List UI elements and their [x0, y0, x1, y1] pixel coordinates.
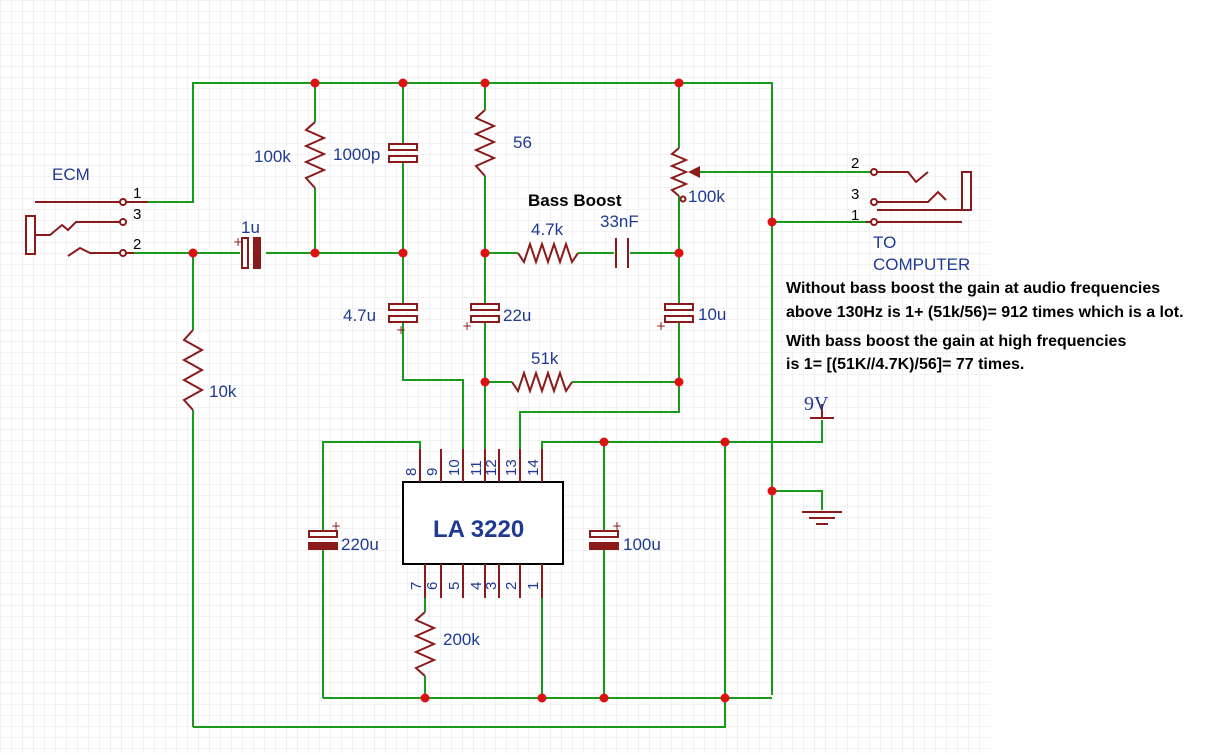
svg-text:+: +: [331, 519, 341, 533]
computer-jack: [866, 168, 972, 226]
svg-text:+: +: [233, 235, 243, 249]
resistor-100k: [303, 121, 327, 189]
ecm-label: ECM: [52, 165, 90, 184]
svg-text:+: +: [462, 319, 472, 333]
ic-pin-14: 14: [525, 459, 542, 476]
svg-text:+: +: [656, 319, 666, 333]
capacitor-100u-label: 100u: [623, 535, 661, 554]
to-label: TO: [873, 233, 896, 252]
potentiometer-wiper-arrow: [688, 166, 700, 178]
capacitor-4-7u: +: [388, 303, 418, 337]
resistor-100k-label: 100k: [254, 147, 291, 166]
note-line-2: above 130Hz is 1+ (51k/56)= 912 times wh…: [786, 304, 1184, 321]
capacitor-1000p: [388, 143, 418, 163]
ic-top-pins: [419, 449, 543, 482]
computer-label: COMPUTER: [873, 255, 970, 274]
resistor-51k: [511, 369, 573, 395]
bass-boost-title: Bass Boost: [528, 191, 622, 210]
ecm-jack: [25, 198, 148, 257]
ic-pin-8: 8: [403, 468, 420, 476]
capacitor-22u-label: 22u: [503, 306, 531, 325]
resistor-4-7k-label: 4.7k: [531, 220, 564, 239]
ic-label: LA 3220: [433, 516, 524, 543]
note-line-1: Without bass boost the gain at audio fre…: [786, 280, 1160, 297]
capacitor-10u: +: [656, 303, 694, 333]
ic-pin-7: 7: [408, 582, 425, 590]
capacitor-1u: +: [233, 235, 261, 269]
capacitor-33nf-label: 33nF: [600, 212, 639, 231]
ic-pin-6: 6: [424, 582, 441, 590]
computer-pin-1: 1: [851, 207, 859, 224]
supply-symbol: [810, 404, 834, 419]
wires: [134, 82, 872, 728]
ic-pin-1: 1: [525, 582, 542, 590]
ic-la3220: LA 3220 8 9 10 11 12 13 14 7: [402, 449, 564, 598]
resistor-10k-label: 10k: [209, 382, 237, 401]
potentiometer-terminal: [679, 195, 687, 203]
junction-dots: [188, 78, 777, 703]
ic-pin-13: 13: [503, 459, 520, 476]
capacitor-220u-label: 220u: [341, 535, 379, 554]
ecm-pin-2: 2: [133, 236, 141, 253]
ic-pin-11: 11: [468, 460, 485, 476]
ecm-pin-3: 3: [133, 206, 141, 223]
note-line-3: With bass boost the gain at high frequen…: [786, 333, 1126, 350]
capacitor-33nf: [615, 238, 629, 268]
ic-bottom-pins: [424, 564, 543, 598]
potentiometer-100k: [669, 147, 689, 197]
svg-text:+: +: [396, 323, 406, 337]
capacitor-4-7u-label: 4.7u: [343, 306, 376, 325]
ic-pin-12: 12: [483, 459, 500, 476]
computer-pin-2: 2: [851, 155, 859, 172]
ic-pin-5: 5: [446, 582, 463, 590]
ic-pin-2: 2: [503, 582, 520, 590]
ic-pin-9: 9: [424, 468, 441, 476]
resistor-4-7k: [517, 240, 579, 266]
ic-pin-10: 10: [446, 459, 463, 476]
ic-pin-3: 3: [483, 582, 500, 590]
ic-pin-4: 4: [468, 582, 485, 590]
potentiometer-100k-label: 100k: [688, 187, 725, 206]
resistor-51k-label: 51k: [531, 349, 559, 368]
computer-pin-3: 3: [851, 186, 859, 203]
ground-symbol: [802, 511, 842, 525]
capacitor-100u: +: [589, 519, 622, 550]
note-line-4: is 1= [(51K//4.7K)/56]= 77 times.: [786, 356, 1024, 373]
capacitor-220u: +: [308, 519, 341, 550]
grid-background: [0, 0, 990, 753]
capacitor-10u-label: 10u: [698, 305, 726, 324]
ecm-pin-1: 1: [133, 185, 141, 202]
resistor-200k-label: 200k: [443, 630, 480, 649]
resistor-56: [473, 109, 497, 177]
capacitor-22u: +: [462, 303, 500, 333]
resistor-10k: [181, 329, 205, 411]
resistor-200k: [413, 611, 437, 677]
capacitor-1000p-label: 1000p: [333, 145, 380, 164]
supply-label: 9V: [804, 393, 829, 415]
capacitor-1u-label: 1u: [241, 218, 260, 237]
svg-text:+: +: [612, 519, 622, 533]
resistor-56-label: 56: [513, 133, 532, 152]
